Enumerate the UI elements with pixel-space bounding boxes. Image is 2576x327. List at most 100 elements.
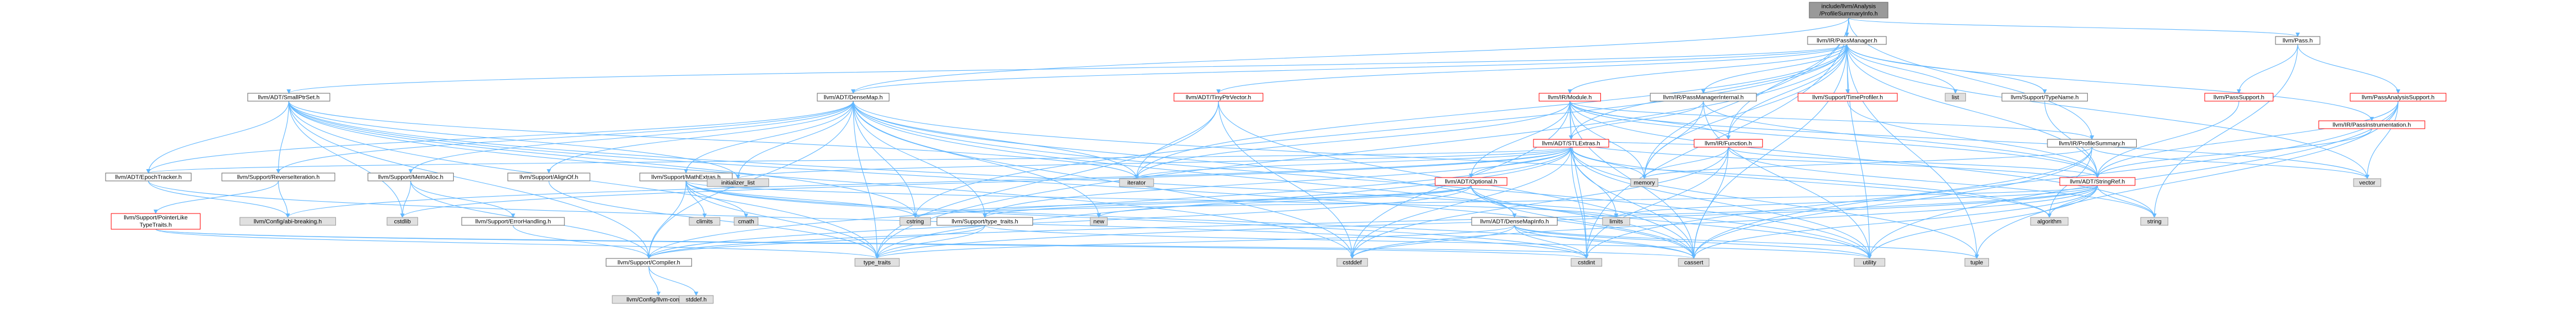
node-pminternal[interactable]: llvm/IR/PassManagerInternal.h — [1650, 93, 1757, 102]
node-passanalysis[interactable]: llvm/PassAnalysisSupport.h — [2350, 93, 2447, 102]
edge-function-to-cstdint — [1584, 147, 1729, 259]
node-box — [689, 217, 721, 226]
node-box — [1435, 177, 1508, 186]
edge-stringref-to-algorithm — [2047, 185, 2098, 218]
edge-densemapinfo-to-cstdint — [1514, 225, 1589, 259]
node-label: new — [1094, 219, 1105, 225]
node-densemap[interactable]: llvm/ADT/DenseMap.h — [817, 93, 890, 102]
edge-stringref-to-cstring — [913, 185, 2098, 218]
node-label: llvm/Support/Compiler.h — [617, 260, 680, 266]
node-label: llvm/Support/type_traits.h — [952, 219, 1018, 225]
node-label: llvm/Support/MemAlloc.h — [378, 174, 443, 181]
node-label: string — [2147, 219, 2161, 225]
node-profsum[interactable]: llvm/IR/ProfileSummary.h — [2047, 139, 2137, 148]
edge-module-to-cstdint — [1569, 101, 1589, 259]
node-function[interactable]: llvm/IR/Function.h — [1694, 139, 1763, 148]
node-label: type_traits — [863, 260, 890, 266]
node-stringref[interactable]: llvm/ADT/StringRef.h — [2059, 177, 2136, 186]
edge-pm-to-tuple — [1846, 44, 1979, 259]
node-pm[interactable]: llvm/IR/PassManager.h — [1807, 36, 1887, 45]
node-pass[interactable]: llvm/Pass.h — [2275, 36, 2320, 45]
edge-pm-to-stlextras — [1569, 44, 1847, 140]
edge-densemap-to-mathextras — [684, 101, 854, 174]
edge-stringref-to-cassert — [1691, 185, 2098, 259]
node-timeprof[interactable]: llvm/Support/TimeProfiler.h — [1797, 93, 1898, 102]
node-passinstr[interactable]: llvm/IR/PassInstrumentation.h — [2318, 120, 2425, 129]
edge-stlextras-to-cassert — [1571, 147, 1696, 259]
node-module[interactable]: llvm/IR/Module.h — [1539, 93, 1601, 102]
node-densemapinfo[interactable]: llvm/ADT/DenseMapInfo.h — [1471, 217, 1558, 226]
edge-errhandling-to-compiler — [512, 225, 651, 259]
edge-function-to-cstddef — [1350, 147, 1729, 259]
node-reverseiter[interactable]: llvm/Support/ReverseIteration.h — [221, 172, 335, 181]
node-label: llvm/Support/AlignOf.h — [520, 174, 579, 181]
node-typename[interactable]: llvm/Support/TypeName.h — [2001, 93, 2088, 102]
edge-densemap-to-reverseiter — [276, 101, 854, 174]
node-label: llvm/ADT/DenseMap.h — [823, 94, 882, 101]
node-stlextras[interactable]: llvm/ADT/STLExtras.h — [1533, 139, 1609, 148]
node-label: llvm/ADT/DenseMapInfo.h — [1480, 219, 1549, 225]
node-label: llvm/ADT/STLExtras.h — [1542, 140, 1600, 147]
edge-passanalysis-to-tuple — [1974, 101, 2398, 259]
node-epoch[interactable]: llvm/ADT/EpochTracker.h — [105, 172, 192, 181]
node-memalloc[interactable]: llvm/Support/MemAlloc.h — [367, 172, 454, 181]
edge-smallptrset-to-cstring — [288, 101, 918, 218]
node-box — [606, 258, 692, 267]
edge-passanalysis-to-cassert — [1691, 101, 2398, 259]
node-box — [1539, 93, 1601, 102]
edge-stlextras-to-iterator — [1134, 147, 1572, 179]
edge-reverseiter-to-abibreak — [278, 180, 290, 218]
node-compiler[interactable]: llvm/Support/Compiler.h — [606, 258, 692, 267]
node-initlist: initializer_list — [707, 178, 770, 187]
node-box — [1807, 36, 1887, 45]
node-label: include/llvm/Analysis — [1822, 3, 1876, 10]
node-root[interactable]: include/llvm/Analysis/ProfileSummaryInfo… — [1809, 2, 1888, 19]
node-passsupport[interactable]: llvm/PassSupport.h — [2204, 93, 2274, 102]
node-tinyptr[interactable]: llvm/ADT/TinyPtrVector.h — [1173, 93, 1263, 102]
node-label: llvm/ADT/StringRef.h — [2070, 179, 2125, 185]
node-box — [1090, 217, 1108, 226]
edge-ptrlike-to-cstdint — [155, 229, 1589, 259]
edge-smallptrset-to-initlist — [288, 101, 740, 179]
node-errhandling[interactable]: llvm/Support/ErrorHandling.h — [461, 217, 565, 226]
edge-densemap-to-cstring — [853, 101, 918, 218]
edge-stringref-to-string — [2097, 185, 2157, 218]
edge-module-to-string — [1569, 101, 2157, 218]
node-utility: utility — [1854, 258, 1886, 267]
edge-pass-to-passanalysis — [2297, 44, 2401, 94]
node-box — [221, 172, 335, 181]
edge-stringref-to-compiler — [647, 185, 2098, 259]
edge-stringref-to-stlextras — [1569, 139, 2098, 186]
edge-pminternal-to-stlextras — [1569, 101, 1704, 140]
node-box — [734, 217, 758, 226]
edge-ptrlike-to-cassert — [155, 229, 1696, 259]
node-label: llvm/IR/PassManagerInternal.h — [1663, 94, 1744, 101]
node-cstdlib: cstdlib — [386, 217, 418, 226]
edge-smallptrset-to-iterator — [288, 101, 1139, 179]
edge-compiler-to-stddef — [648, 266, 699, 296]
node-label: llvm/Support/ErrorHandling.h — [475, 219, 551, 225]
node-alignof[interactable]: llvm/Support/AlignOf.h — [507, 172, 590, 181]
node-tuple: tuple — [1964, 258, 1989, 267]
edge-memalloc-to-cstdlib — [400, 180, 411, 218]
edge-smallptrset-to-reverseiter — [276, 101, 289, 174]
edge-stringref-to-cstddef — [1350, 185, 2098, 259]
node-cstddef: cstddef — [1336, 258, 1368, 267]
node-box — [2353, 178, 2382, 187]
node-box — [2204, 93, 2274, 102]
edge-function-to-stringref — [1728, 147, 2100, 178]
node-typetraits_h[interactable]: llvm/Support/type_traits.h — [936, 217, 1034, 226]
node-box — [1854, 258, 1886, 267]
node-smallptrset[interactable]: llvm/ADT/SmallPtrSet.h — [247, 93, 330, 102]
node-label: llvm/ADT/TinyPtrVector.h — [1186, 94, 1251, 101]
edge-pm-to-module — [1568, 44, 1847, 94]
edge-pm-to-densemap — [851, 44, 1847, 94]
node-cstring: cstring — [899, 217, 931, 226]
edge-densemapinfo-to-type_traits — [875, 225, 1515, 259]
node-box — [854, 258, 900, 267]
node-optional[interactable]: llvm/ADT/Optional.h — [1435, 177, 1508, 186]
node-label: list — [1952, 94, 1959, 101]
node-box — [1533, 139, 1609, 148]
